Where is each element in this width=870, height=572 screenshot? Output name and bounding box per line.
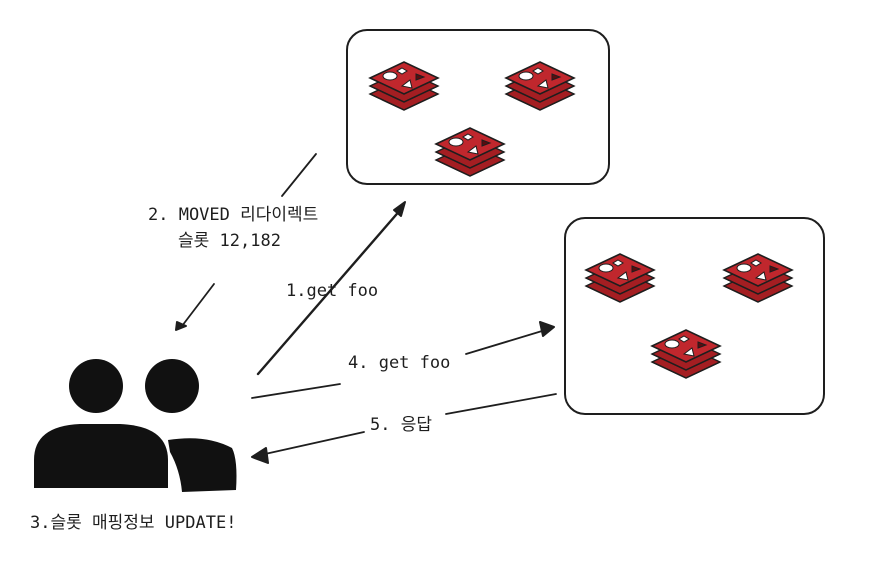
get-retry-label: 4. get foo bbox=[348, 353, 450, 373]
moved-redirect-arrow bbox=[175, 153, 317, 331]
moved-label-line2: 슬롯 12,182 bbox=[178, 231, 281, 251]
redis-stack-icon bbox=[585, 253, 655, 303]
right-cluster-box bbox=[564, 217, 825, 415]
users-icon bbox=[34, 359, 237, 492]
get-request-arrow bbox=[256, 201, 406, 376]
get-label: 1.get foo bbox=[286, 281, 378, 301]
redis-stack-icon bbox=[505, 61, 575, 111]
moved-label-line1: 2. MOVED 리다이렉트 bbox=[148, 205, 318, 225]
redis-stack-icon bbox=[435, 127, 505, 177]
get-request-retry-arrow bbox=[251, 321, 555, 399]
response-label: 5. 응답 bbox=[370, 415, 432, 435]
redis-stack-icon bbox=[651, 329, 721, 379]
top-cluster-box bbox=[346, 29, 610, 185]
response-arrow bbox=[251, 393, 557, 464]
redis-stack-icon bbox=[723, 253, 793, 303]
update-label: 3.슬롯 매핑정보 UPDATE! bbox=[30, 513, 236, 533]
redis-stack-icon bbox=[369, 61, 439, 111]
